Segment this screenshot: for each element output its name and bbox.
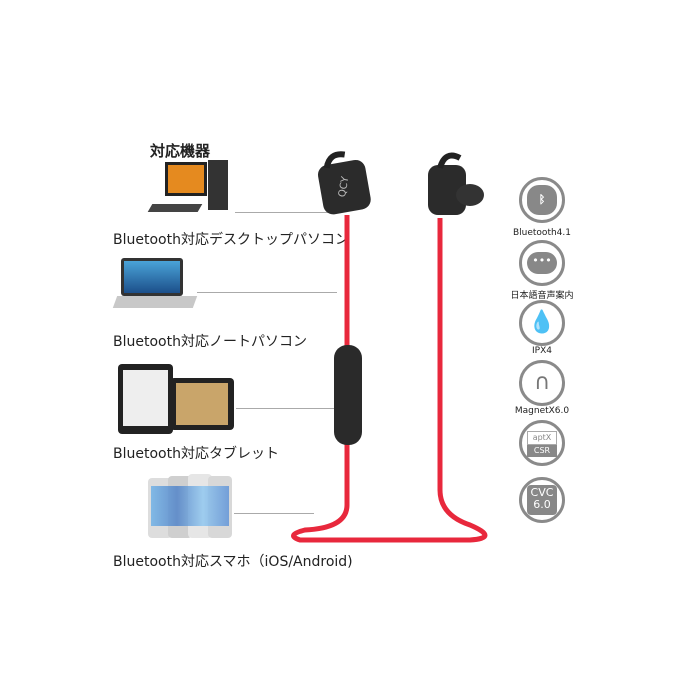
cvc-icon: CVC 6.0 [519, 477, 565, 523]
aptx-text: aptX [527, 431, 557, 445]
device-label-smartphone: Bluetooth対応スマホ（iOS/Android) [113, 554, 353, 570]
magnet-icon: ∩ [519, 360, 565, 406]
aptx-csr-icon: aptX CSR [519, 420, 565, 466]
compatible-devices-title: 対応機器 [150, 142, 211, 160]
cvc-version-text: 6.0 [533, 498, 551, 511]
cvc-text: CVC [530, 486, 554, 499]
feature-label-magnet: MagnetX6.0 [514, 406, 570, 416]
feature-label-ipx4: IPX4 [532, 346, 552, 356]
csr-text: CSR [527, 445, 557, 457]
feature-label-bluetooth: Bluetooth4.1 [512, 228, 571, 238]
tablet-image [118, 364, 236, 436]
smartphone-image [148, 474, 234, 542]
device-label-desktop: Bluetooth対応デスクトップパソコン [113, 232, 349, 248]
device-label-laptop: Bluetooth対応ノートパソコン [113, 334, 307, 350]
speech-bubble-icon: ••• [519, 240, 565, 286]
laptop-image [112, 258, 198, 310]
water-drop-icon: 💧 [519, 300, 565, 346]
desktop-pc-image [147, 160, 235, 222]
bluetooth-icon: ᛒ [519, 177, 565, 223]
device-label-tablet: Bluetooth対応タブレット [113, 446, 279, 462]
feature-label-voice-guide: 日本語音声案内 [510, 291, 574, 301]
brand-logo: QCY [337, 175, 352, 198]
